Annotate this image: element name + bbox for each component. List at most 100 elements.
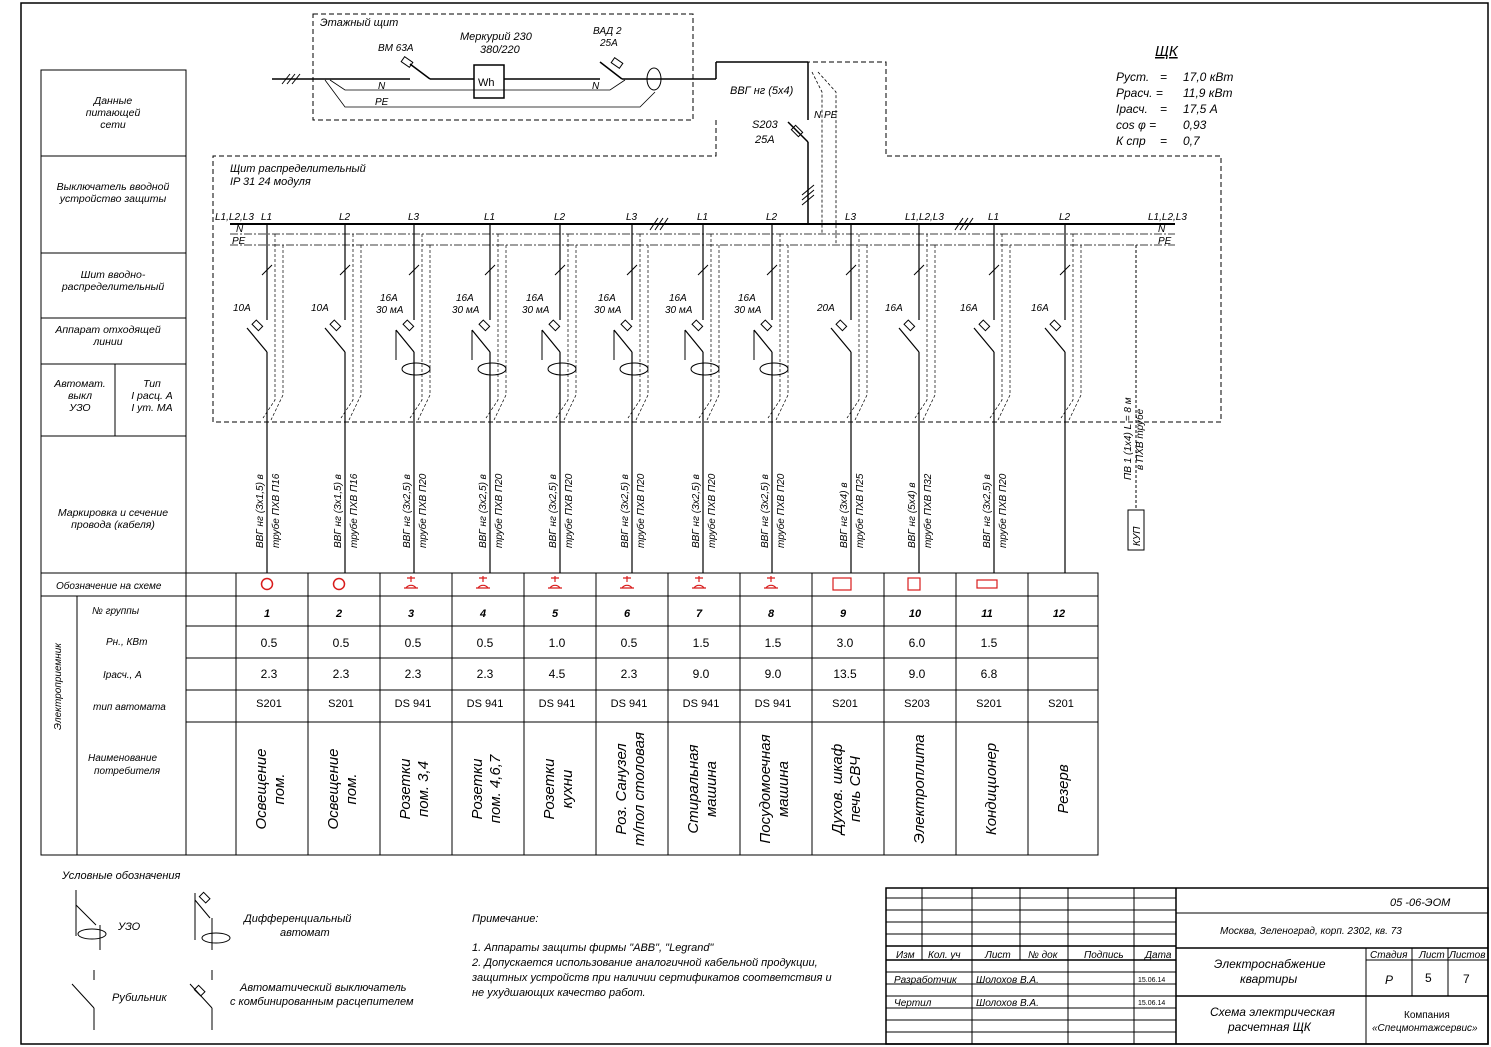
uzo-label: 30 мА bbox=[452, 305, 480, 316]
stove-symbol-icon bbox=[907, 577, 921, 591]
rcd-icon bbox=[477, 362, 507, 376]
group-number: 8 bbox=[768, 608, 775, 620]
rating-label: 16А bbox=[380, 293, 398, 304]
group-breaker-type: S203 bbox=[904, 698, 930, 710]
group-number: 3 bbox=[408, 608, 414, 620]
drawing-1: Схема электрическая bbox=[1210, 1005, 1335, 1019]
developer-name: Шолохов В.А. bbox=[976, 975, 1039, 986]
shk-param-value: 0,7 bbox=[1183, 134, 1201, 148]
floor-pe-label: PE bbox=[375, 97, 389, 108]
group-power: 0.5 bbox=[333, 636, 350, 650]
group-number: 10 bbox=[909, 608, 922, 620]
shk-title: ЩК bbox=[1155, 43, 1179, 60]
uzo-label: 30 мА bbox=[376, 305, 404, 316]
phase-label: L1 bbox=[697, 212, 708, 223]
consumer-name-2: пом. 3,4 bbox=[415, 761, 432, 817]
note-line-3: защитных устройств при наличии сертифика… bbox=[471, 972, 832, 984]
shk-param-value: 17,5 А bbox=[1183, 102, 1218, 116]
cable-label-2: трубе ПХВ П16 bbox=[270, 473, 282, 548]
company-2: «Спецмонтажсервис» bbox=[1372, 1023, 1478, 1034]
notes-title: Примечание: bbox=[472, 913, 538, 925]
group-breaker-type: DS 941 bbox=[683, 698, 720, 710]
legend-diff-2: автомат bbox=[280, 927, 330, 939]
cable-label-2: трубе ПХВ П32 bbox=[922, 473, 934, 548]
shk-param-value: 17,0 кВт bbox=[1183, 70, 1233, 84]
left-header-1-line-1: устройство защиты bbox=[59, 193, 167, 205]
shk-param-value: 11,9 кВт bbox=[1183, 86, 1232, 100]
shk-param-name: Iрасч. bbox=[1116, 102, 1148, 116]
cable-label-1: ВВГ нг (3х2,5) в bbox=[478, 474, 489, 548]
shk-param-eq: = bbox=[1160, 134, 1167, 148]
shk-param-eq: = bbox=[1160, 70, 1167, 84]
left-header-3-line-0: Аппарат отходящей bbox=[54, 324, 160, 336]
rating-label: 16А bbox=[526, 293, 544, 304]
lamp-symbol-icon bbox=[260, 577, 274, 591]
rating-label: 16А bbox=[1031, 303, 1049, 314]
legend-switch: Рубильник bbox=[112, 992, 168, 1004]
cable-label-1: ВВГ нг (3х1,5) в bbox=[333, 474, 344, 548]
stage-head: Стадия bbox=[1370, 950, 1408, 961]
sheets-head: Листов bbox=[1448, 950, 1485, 961]
rating-label: 20А bbox=[816, 303, 835, 314]
rcd-icon bbox=[759, 362, 789, 376]
bus-n-label: N bbox=[236, 224, 244, 235]
legend: Условные обозначения УЗО Дифференциальны… bbox=[61, 870, 414, 1030]
socket-symbol-icon bbox=[620, 576, 634, 589]
left-header-6-line-1: провода (кабеля) bbox=[71, 519, 155, 531]
left-header-0-line-0: Данные bbox=[93, 95, 133, 107]
kup-label: КУП bbox=[1132, 526, 1143, 546]
uzo-label: 30 мА bbox=[594, 305, 622, 316]
consumer-name-2: пом. 4,6,7 bbox=[487, 754, 504, 823]
shk-param-name: Руст. bbox=[1116, 70, 1149, 84]
cable-label-1: ВВГ нг (3х2,5) в bbox=[402, 474, 413, 548]
group-power: 3.0 bbox=[837, 636, 854, 650]
phase-label: L2 bbox=[554, 212, 566, 223]
group-breaker-type: S201 bbox=[976, 698, 1002, 710]
rcd-icon bbox=[690, 362, 720, 376]
cable-label-2: трубе ПХВ П20 bbox=[706, 473, 718, 548]
socket-symbol-icon bbox=[476, 576, 490, 589]
left-header-4-line-1: выкл bbox=[68, 390, 92, 402]
group-current: 9.0 bbox=[693, 667, 710, 681]
consumer-name-1: Стиральная bbox=[685, 744, 702, 833]
sheets-value: 7 bbox=[1463, 972, 1470, 986]
company-1: Компания bbox=[1404, 1010, 1450, 1021]
groups-table: Электроприемник Обозначение на схеме № г… bbox=[40, 572, 1099, 856]
group-number: 1 bbox=[264, 608, 270, 620]
consumer-name-1: Духов. шкаф bbox=[829, 743, 846, 836]
rating-label: 10А bbox=[233, 303, 251, 314]
rating-label: 16А bbox=[738, 293, 756, 304]
row-label-current: Iрасч., А bbox=[103, 670, 142, 681]
dist-panel-subtitle: IP 31 24 модуля bbox=[230, 176, 311, 188]
stamp-col-head: Подпись bbox=[1084, 950, 1124, 961]
consumer-name-1: Роз. Санузел bbox=[613, 743, 630, 835]
group-power: 1.5 bbox=[765, 636, 782, 650]
group-number: 6 bbox=[624, 608, 631, 620]
feeder-n-pe: N PE bbox=[814, 110, 838, 121]
left-header-5-line-2: I ут. МА bbox=[131, 402, 172, 414]
row-label-power: Рн., КВт bbox=[106, 637, 147, 648]
ac-symbol-icon bbox=[976, 579, 998, 589]
oven-symbol-icon bbox=[832, 577, 852, 591]
consumer-name-1: Розетки bbox=[397, 758, 414, 820]
left-header-0-line-1: питающей bbox=[86, 107, 141, 119]
kup-cable-2: в ПХВ трубе bbox=[1134, 408, 1146, 470]
phase-label: L2 bbox=[1059, 212, 1071, 223]
row-label-consumer-2: потребителя bbox=[94, 765, 161, 777]
phase-label: L1,L2,L3 bbox=[905, 212, 944, 223]
group-number: 2 bbox=[335, 608, 342, 620]
bus-pe-label: PE bbox=[232, 236, 246, 247]
rating-label: 10А bbox=[311, 303, 329, 314]
floor-panel: Этажный щит ВМ 63А Меркурий 230 380/220 … bbox=[272, 13, 808, 121]
cable-label-2: трубе ПХВ П20 bbox=[493, 473, 505, 548]
cable-label-1: ВВГ нг (3х2,5) в bbox=[691, 474, 702, 548]
